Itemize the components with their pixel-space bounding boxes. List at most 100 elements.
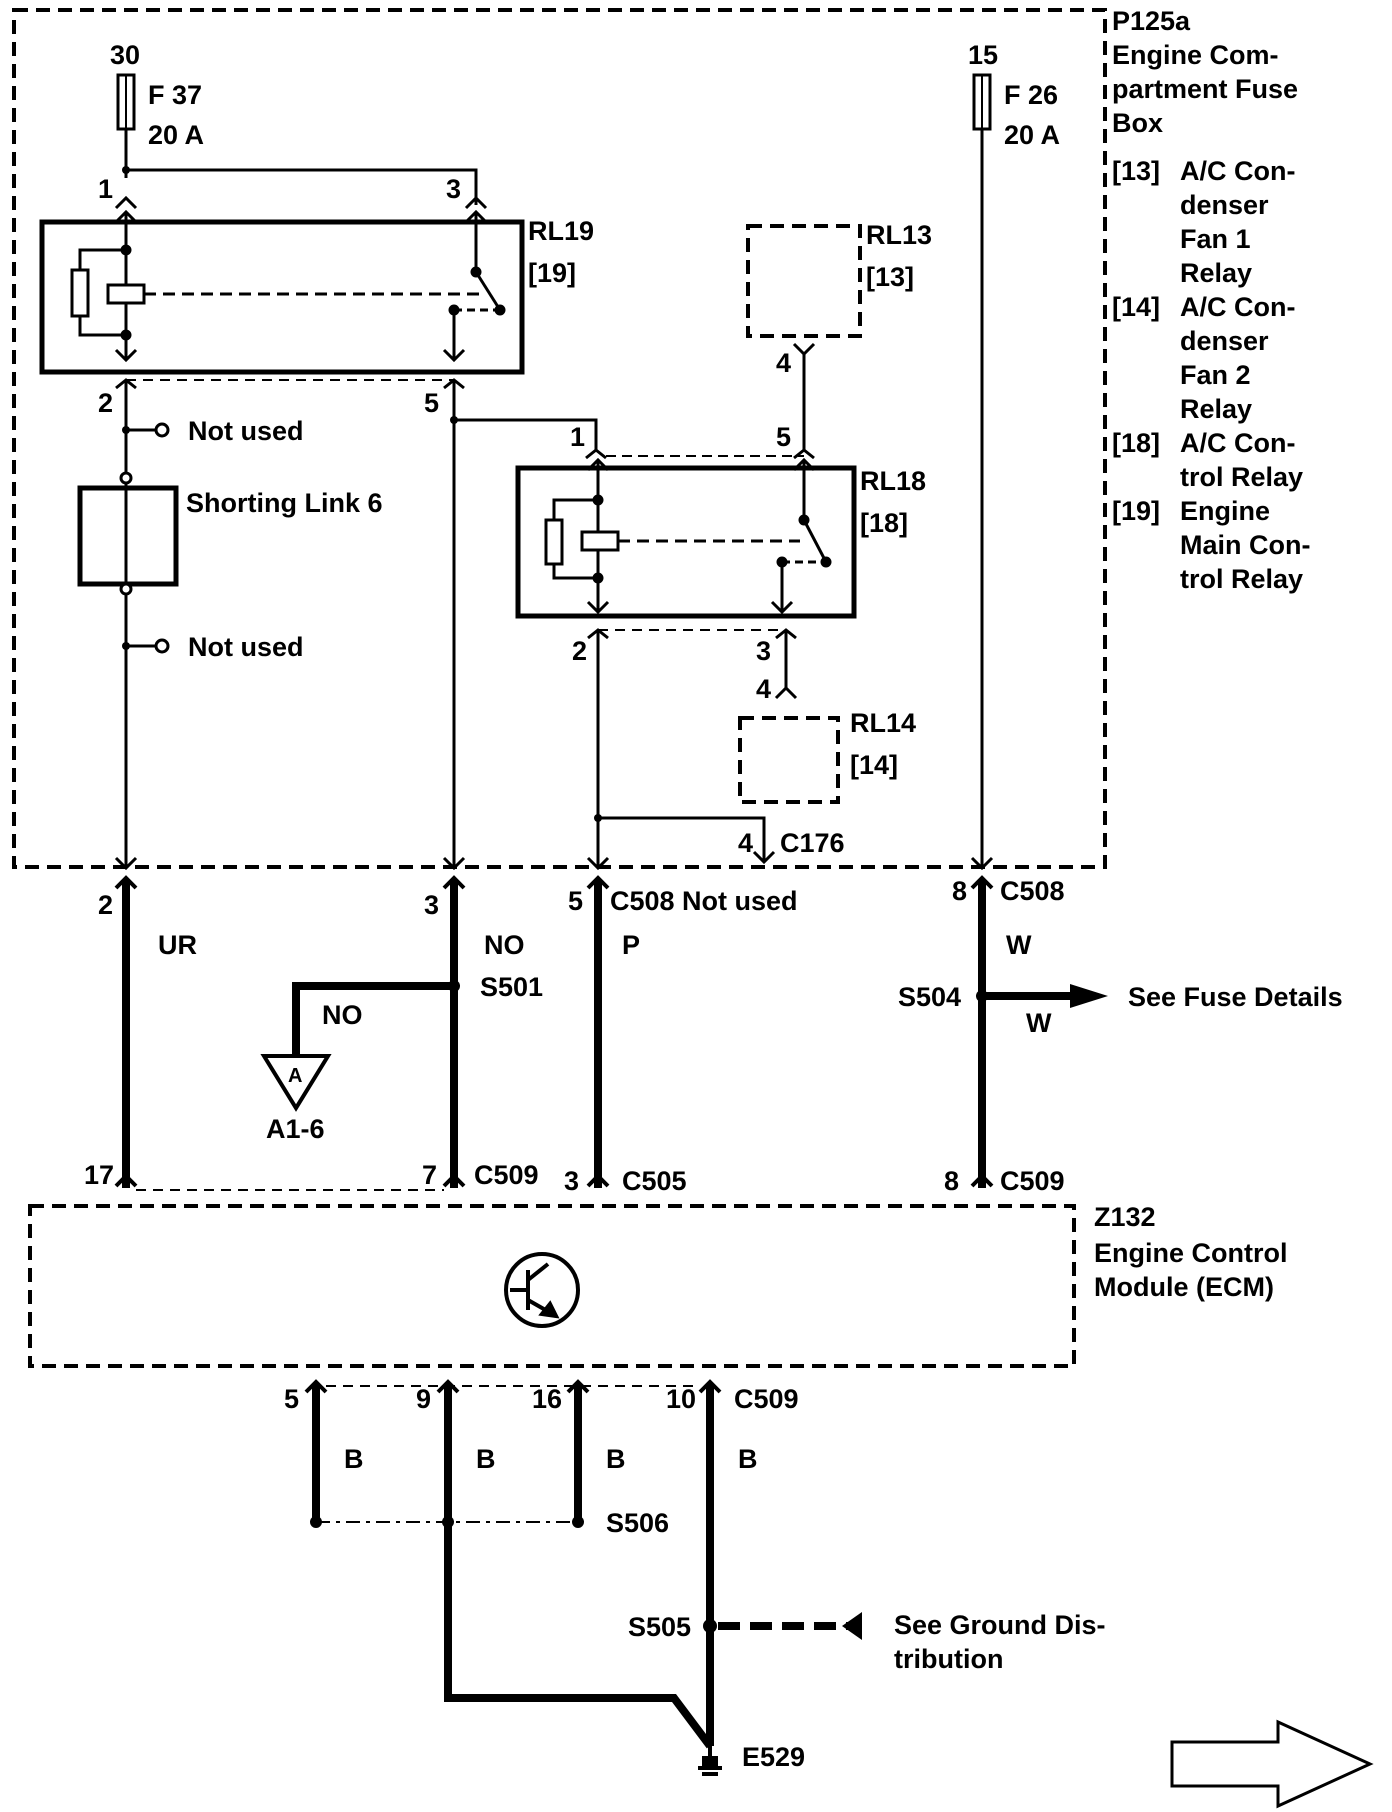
relay-rl13 [746,224,862,338]
pin-label: 7 [422,1160,437,1190]
c505-label: C505 [622,1166,687,1196]
pin-label: 2 [98,388,113,418]
wire-color-b: B [738,1444,758,1474]
legend-text: Fan 1 [1180,224,1251,254]
wire-color-no-branch: NO [322,1000,363,1030]
arrow-ground-dist [842,1612,862,1640]
connector-a-symbol [260,1054,332,1112]
wire-color-p: P [622,930,640,960]
ecm-outline [28,1204,1076,1368]
wire-color-ur: UR [158,930,197,960]
connector-a-letter: A [288,1065,302,1087]
s506-label: S506 [606,1508,669,1538]
legend-text: trol Relay [1180,564,1303,594]
relay-rl18 [515,465,857,619]
pin-label: 8 [944,1166,959,1196]
fuse-box-desc-3: Box [1112,108,1163,138]
relay-rl14 [738,716,840,804]
pin-label: 5 [568,886,583,916]
ecm-desc-2: Module (ECM) [1094,1272,1274,1302]
relay-rl13-name: RL13 [866,220,932,250]
legend-code: [13] [1112,156,1160,186]
see-fuse-details: See Fuse Details [1128,982,1343,1012]
legend-text: A/C Con- [1180,292,1295,322]
relay-rl19-code: [19] [528,258,576,288]
wire-color-no: NO [484,930,525,960]
pin-label: 5 [284,1384,299,1414]
legend-code: [18] [1112,428,1160,458]
not-used-label-2: Not used [188,632,304,662]
relay-rl19-name: RL19 [528,216,594,246]
fuse-f26-name: F 26 [1004,80,1058,110]
fuse-box-desc-1: Engine Com- [1112,40,1279,70]
legend-text: Fan 2 [1180,360,1251,390]
wire-b-ground-path [444,1522,714,1749]
see-ground-2: tribution [894,1644,1003,1674]
ground-icon [698,1746,722,1776]
fuse-box-id: P125a [1112,6,1191,36]
pin-label: 4 [756,674,771,704]
splice-s506 [310,1516,322,1528]
s505-label: S505 [628,1612,691,1642]
wire-color-b: B [476,1444,496,1474]
relay-rl18-code: [18] [860,508,908,538]
legend-text: Relay [1180,258,1252,288]
fuse-feed-label: 15 [968,40,998,70]
fuse-f37-name: F 37 [148,80,202,110]
pin-label: 5 [424,388,439,418]
legend-text: A/C Con- [1180,428,1295,458]
pin-label: 1 [98,174,113,204]
legend-text: Engine [1180,496,1270,526]
pin-label: 5 [776,422,791,452]
see-ground-1: See Ground Dis- [894,1610,1106,1640]
pin-label: 17 [84,1160,114,1190]
legend-text: Relay [1180,394,1252,424]
wire-color-b: B [344,1444,364,1474]
connector-a-ref: A1-6 [266,1114,325,1144]
relay-legend: [13] A/C Con- denser Fan 1 Relay [14] A/… [1112,156,1310,594]
shorting-link-6 [77,485,179,587]
pin-label: 1 [570,422,585,452]
relay-rl14-code: [14] [850,750,898,780]
relay-rl13-code: [13] [866,262,914,292]
wire-color-w: W [1006,930,1032,960]
relay-rl18-internals [544,457,832,615]
e529-label: E529 [742,1742,805,1772]
fuse-box-desc-2: partment Fuse [1112,74,1298,104]
pin-label: 4 [776,348,791,378]
legend-text: A/C Con- [1180,156,1295,186]
relay-rl14-name: RL14 [850,708,916,738]
pin-label: 2 [572,636,587,666]
s504-label: S504 [898,982,961,1012]
relay-rl18-name: RL18 [860,466,926,496]
transistor-icon [504,1252,580,1328]
pin-label: 8 [952,876,967,906]
fuse-f26-rating: 20 A [1004,120,1060,150]
wire-color-w2: W [1026,1008,1052,1038]
wire-no-branch [292,982,454,1056]
fuse-f37-rating: 20 A [148,120,204,150]
pin-label: 16 [532,1384,562,1414]
ecm-id: Z132 [1094,1202,1156,1232]
pin-label: 9 [416,1384,431,1414]
pin-label: 3 [424,890,439,920]
pin-label: 4 [738,828,753,858]
arrow-fuse-details [1070,984,1108,1008]
c176-label: C176 [780,828,845,858]
legend-text: denser [1180,326,1269,356]
ecm-desc-1: Engine Control [1094,1238,1287,1268]
relay-rl19 [39,219,525,375]
pin-label: 3 [756,636,771,666]
s501-label: S501 [480,972,543,1002]
pin-label: 3 [564,1166,579,1196]
legend-code: [14] [1112,292,1160,322]
not-used-label-1: Not used [188,416,304,446]
pin-label: 10 [666,1384,696,1414]
continuation-arrow-icon [1170,1719,1374,1809]
legend-code: [19] [1112,496,1160,526]
splice-s505 [703,1619,717,1633]
c509-label-3: C509 [734,1384,799,1414]
legend-text: trol Relay [1180,462,1303,492]
c509-label-2: C509 [1000,1166,1065,1196]
